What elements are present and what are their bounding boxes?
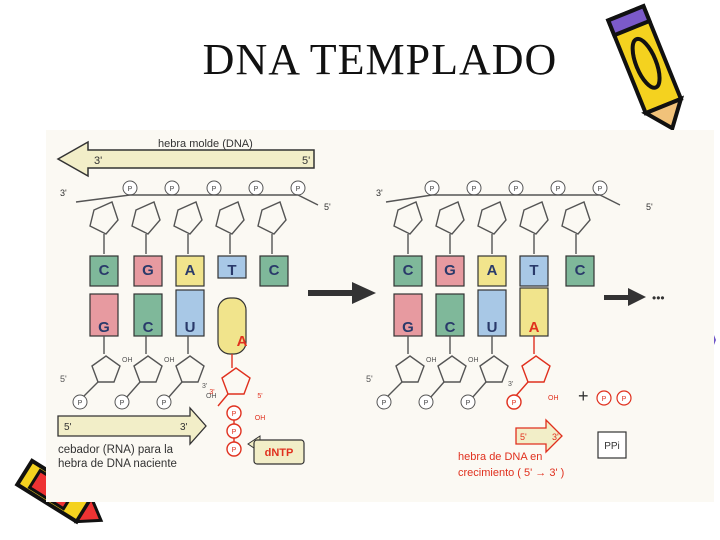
left-bottom-bases [89, 289, 247, 355]
transition-arrow [308, 282, 376, 304]
right-bottom-sugars [387, 336, 509, 399]
right-backbone-5p: 5' [646, 202, 653, 212]
phosphate-label: P [514, 186, 519, 193]
dntp-5p: 5' [257, 393, 262, 400]
pencil-icon [605, 3, 685, 130]
template-5p: 5' [302, 155, 310, 167]
oh-label: OH [206, 393, 217, 400]
base-label-bottom: G [98, 319, 110, 336]
phosphate-label: P [622, 396, 627, 403]
base-label-top: G [444, 262, 456, 279]
base-label-top: C [403, 262, 414, 279]
template-3p: 3' [94, 155, 102, 167]
growing-label-line1: hebra de DNA en [458, 451, 542, 463]
right-new-sugar [506, 336, 551, 410]
right-bottom-5p: 5' [366, 374, 373, 384]
phosphate-label: P [598, 186, 603, 193]
phosphate-label: P [232, 411, 237, 418]
phosphate-label: P [472, 186, 477, 193]
phosphate-label: P [296, 186, 301, 193]
phosphate-label: P [466, 400, 471, 407]
phosphate-label: P [170, 186, 175, 193]
phosphate-label: P [556, 186, 561, 193]
growing-5p: 5' [520, 432, 527, 442]
left-top-phosphates [122, 180, 306, 196]
oh-label: OH [468, 357, 479, 364]
oh-label: OH [548, 395, 559, 402]
right-bottom-bases [393, 287, 549, 337]
phosphate-label: P [128, 186, 133, 193]
left-bottom-5p: 5' [60, 374, 67, 384]
oh-label: OH [122, 357, 133, 364]
base-label-top: C [575, 262, 586, 279]
base-label-bottom: A [529, 319, 540, 336]
base-label-bottom: U [185, 319, 196, 336]
ppi-box: PPi [597, 431, 627, 459]
phosphate-label: P [232, 429, 237, 436]
primer-3p: 3' [180, 422, 188, 433]
base-label-bottom: C [143, 319, 154, 336]
slide-title: DNA TEMPLADO [202, 35, 558, 84]
dna-replication-figure: 3' 5' hebra molde (DNA) 3' 5' P P P P P … [46, 130, 714, 502]
oh-label: OH [164, 357, 175, 364]
right-top-sugars [385, 194, 621, 254]
base-label-bottom: U [487, 319, 498, 336]
phosphate-label: P [162, 400, 167, 407]
left-bottom-sugars [83, 336, 205, 399]
base-label-top: T [227, 262, 236, 279]
incoming-dntp [217, 354, 251, 457]
phosphate-label: P [382, 400, 387, 407]
left-backbone-5p: 5' [324, 202, 331, 212]
growing-label-line2: crecimiento ( 5' → 3' ) [458, 467, 564, 479]
phosphate-label: P [254, 186, 259, 193]
base-label-bottom: C [445, 319, 456, 336]
left-top-bases [89, 255, 289, 287]
oh-label: OH [255, 415, 266, 422]
continuation-dots: ••• [652, 291, 665, 305]
continuation-arrow: ••• [604, 288, 665, 306]
dntp-callout: dNTP [247, 435, 305, 465]
primer-arrow: 5' 3' cebador (RNA) para la hebra de DNA… [57, 406, 207, 470]
phosphate-label: P [78, 400, 83, 407]
phosphate-label: P [212, 186, 217, 193]
phosphate-label: P [120, 400, 125, 407]
base-label-top: G [142, 262, 154, 279]
dntp-3p: 3' [209, 389, 214, 396]
primer-5p: 5' [64, 422, 72, 433]
base-label-top: C [99, 262, 110, 279]
base-label-top: A [185, 262, 196, 279]
oh-label: OH [426, 357, 437, 364]
growing-strand-arrow: 5' 3' hebra de DNA en crecimiento ( 5' →… [458, 418, 564, 479]
right-top-bases [393, 255, 595, 287]
base-label-top: T [529, 262, 538, 279]
base-label-top: A [487, 262, 498, 279]
template-strand-label: hebra molde (DNA) [158, 138, 253, 150]
base-label-top: C [269, 262, 280, 279]
right-backbone-3p: 3' [376, 188, 383, 198]
base-label-bottom: G [402, 319, 414, 336]
dntp-label: dNTP [265, 447, 294, 459]
primer-label-line1: cebador (RNA) para la [58, 444, 174, 456]
phosphate-label: P [232, 447, 237, 454]
backbone-3p: 3' [508, 381, 513, 388]
template-strand-arrow: 3' 5' hebra molde (DNA) [56, 138, 315, 178]
backbone-3p: 3' [202, 383, 207, 390]
growing-3p: 3' [552, 432, 559, 442]
phosphate-label: P [602, 396, 607, 403]
left-backbone-3p: 3' [60, 188, 67, 198]
phosphate-label: P [430, 186, 435, 193]
phosphate-label: P [512, 400, 517, 407]
plus-sign: + [578, 386, 589, 406]
left-top-sugars [75, 194, 319, 254]
phosphate-label: P [424, 400, 429, 407]
primer-label-line2: hebra de DNA naciente [58, 458, 177, 470]
ppi-label: PPi [604, 441, 620, 452]
base-label-incoming: A [237, 333, 248, 350]
